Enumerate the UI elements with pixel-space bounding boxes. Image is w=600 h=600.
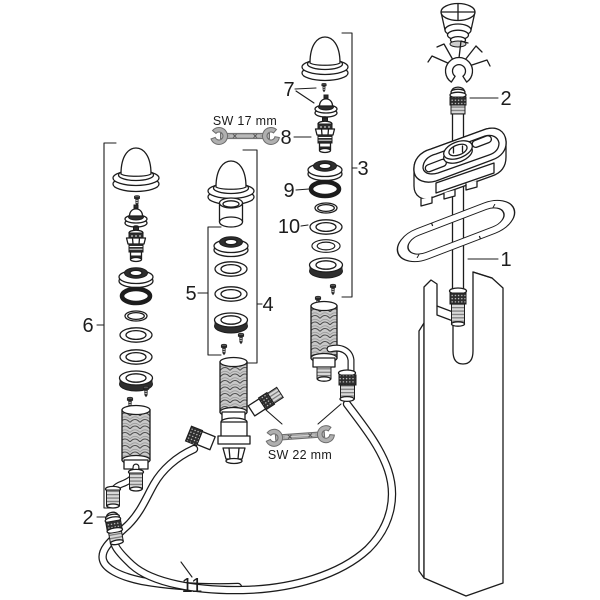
bracket-5 xyxy=(207,226,222,356)
callout-3-label: 3 xyxy=(357,158,368,180)
flange-ring xyxy=(118,267,154,289)
diverter-dome-cap xyxy=(301,36,349,82)
callout-10-line xyxy=(300,224,309,227)
connection-hoses xyxy=(98,399,397,595)
washer xyxy=(214,286,248,302)
elbow-outlet-fitting xyxy=(337,369,357,403)
diverter-cartridge xyxy=(314,116,336,154)
thin-ring xyxy=(124,310,148,322)
handle-adapter xyxy=(124,204,148,228)
flange-ring xyxy=(307,160,343,182)
tee-fitting xyxy=(184,386,284,465)
right-braided-hose xyxy=(310,300,355,382)
middle-braided-hose xyxy=(219,356,248,421)
middle-valve-assembly: 4 5 xyxy=(184,149,284,465)
washer xyxy=(119,349,153,365)
callout-10-label: 10 xyxy=(278,216,300,238)
rod-anchor-fitting xyxy=(448,287,468,327)
wrench-22-annotation: SW 22 mm xyxy=(264,403,342,462)
valve-cartridge xyxy=(125,225,147,263)
rod-top-fitting xyxy=(449,86,467,115)
base-ring xyxy=(308,257,344,279)
mount-screw xyxy=(142,385,150,398)
wrench-17-annotation: SW 17 mm xyxy=(210,114,280,146)
wrench-22-icon xyxy=(264,424,336,448)
wrench-22-label: SW 22 mm xyxy=(268,448,332,462)
washer xyxy=(214,261,248,277)
base-ring xyxy=(213,312,249,334)
callout-7-lines xyxy=(294,87,317,104)
diverter-valve-assembly: 3 7 8 9 10 xyxy=(278,32,369,403)
handle-screw xyxy=(134,195,140,206)
callout-8-label: 8 xyxy=(280,127,291,149)
handle-screw xyxy=(321,82,327,93)
wrench-17-icon xyxy=(210,126,280,146)
spout-sleeve xyxy=(218,197,244,228)
callout-9-line xyxy=(295,188,310,191)
flange-ring xyxy=(213,236,249,258)
bracket-3 xyxy=(341,32,353,298)
callout-5-label: 5 xyxy=(185,283,196,305)
diverter-knob xyxy=(440,2,476,48)
mount-screw xyxy=(237,332,245,345)
callout-11-line xyxy=(180,561,193,578)
wrench-17-label: SW 17 mm xyxy=(213,114,277,128)
callout-9-label: 9 xyxy=(283,180,294,202)
handle-adapter xyxy=(314,94,338,118)
callout-6-label: 6 xyxy=(82,315,93,337)
tee-left-hose-casing xyxy=(98,444,243,592)
loop-hose xyxy=(111,401,395,593)
callout-4-label: 4 xyxy=(262,294,273,316)
o-ring xyxy=(308,179,342,199)
tee-left-hose xyxy=(99,446,241,591)
left-braided-hose xyxy=(104,404,151,509)
washer xyxy=(311,239,341,253)
callout-2-top-label: 2 xyxy=(500,88,511,110)
wrench-22-pointer-lines xyxy=(265,403,342,425)
callout-11-label: 11 xyxy=(182,575,203,597)
mounting-slab xyxy=(418,271,504,597)
mount-screw xyxy=(220,343,228,356)
callout-1-label: 1 xyxy=(500,249,511,271)
mount-screw xyxy=(329,283,337,296)
oval-gasket xyxy=(396,199,516,263)
bracket-6 xyxy=(103,142,117,509)
left-valve-assembly: 6 2 xyxy=(82,142,160,547)
callout-2-bottom-label: 2 xyxy=(82,507,93,529)
handle-dome-cap xyxy=(112,147,160,193)
washer xyxy=(309,219,343,235)
bridge-deck-housing xyxy=(413,127,507,207)
callout-7-label: 7 xyxy=(283,79,294,101)
washer xyxy=(119,327,153,343)
spout-assembly: 2 1 xyxy=(396,2,516,597)
thin-ring xyxy=(314,202,338,214)
spider-retainer xyxy=(427,40,491,83)
